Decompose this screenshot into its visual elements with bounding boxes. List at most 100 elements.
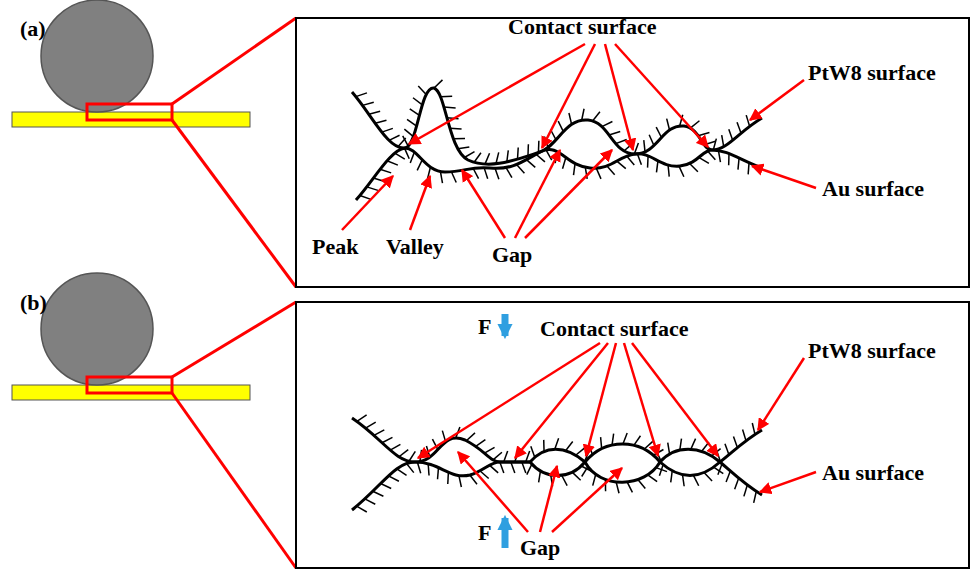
zoom-line <box>172 120 296 287</box>
surface-label: Contact surface <box>540 318 688 340</box>
hatch-tick <box>566 442 573 451</box>
hatch-tick <box>464 152 474 158</box>
hatch-tick <box>627 156 635 165</box>
hatch-tick <box>744 485 747 496</box>
au-surface <box>356 148 762 200</box>
hatch-tick <box>476 440 486 447</box>
hatch-tick <box>593 474 596 485</box>
leader-arrow <box>525 150 612 238</box>
leader-arrow <box>752 166 816 188</box>
hatch-tick <box>373 178 384 181</box>
hatch-tick <box>360 195 371 199</box>
hatch-tick <box>539 471 541 483</box>
hatch-tick <box>627 482 632 492</box>
hatch-tick <box>737 122 741 133</box>
hatch-tick <box>495 168 499 179</box>
hatch-tick <box>434 80 442 88</box>
hatch-tick <box>562 475 567 485</box>
hatch-tick <box>596 168 601 179</box>
leader-arrow <box>586 343 616 456</box>
surface-label: Contact surface <box>508 16 656 38</box>
hatch-tick <box>582 467 588 477</box>
hatch-tick <box>374 430 384 435</box>
hatch-tick <box>484 447 494 453</box>
leader-arrow <box>615 44 708 147</box>
hatch-tick <box>593 112 600 121</box>
hatch-tick <box>526 451 530 462</box>
leader-arrow <box>632 343 718 456</box>
hatch-tick <box>638 480 645 489</box>
leader-arrow <box>458 452 528 532</box>
zoom-line <box>172 302 296 377</box>
ptw8-ball <box>41 273 153 385</box>
hatch-tick <box>407 463 414 472</box>
hatch-tick <box>413 98 422 105</box>
leader-arrow <box>342 176 393 230</box>
hatch-tick <box>466 433 475 441</box>
zoom-rect <box>87 104 172 120</box>
hatch-tick <box>572 472 580 480</box>
leader-arrows-a <box>342 44 816 238</box>
hatch-tick <box>357 415 367 422</box>
hatch-tick <box>493 452 502 460</box>
ball-on-pad-a <box>12 0 969 287</box>
hatch-tick <box>367 187 378 190</box>
hatch-tick <box>698 133 709 136</box>
leader-arrows-b <box>418 343 816 532</box>
hatch-tick <box>708 151 716 160</box>
hatch-tick <box>410 152 414 163</box>
ball-on-pad-b <box>12 273 969 568</box>
hatch-tick <box>366 422 376 428</box>
feature-label: Gap <box>492 244 532 266</box>
leader-arrow <box>409 44 585 144</box>
hatch-tick <box>616 140 627 144</box>
hatch-tick <box>667 119 670 130</box>
hatch-tick <box>735 478 739 489</box>
hatch-tick <box>484 168 488 179</box>
hatch-tick <box>474 153 481 163</box>
hatch-tick <box>617 161 626 169</box>
hatch-tick <box>517 164 525 173</box>
hatch-tick <box>399 450 408 457</box>
hatch-tick <box>743 430 746 441</box>
zoom-line <box>172 393 296 568</box>
hatch-tick <box>458 147 470 149</box>
hatch-tick <box>563 158 566 169</box>
hatch-tick <box>558 121 563 131</box>
hatch-tick <box>679 166 684 177</box>
hatch-tick <box>726 471 730 482</box>
hatch-tick <box>404 129 413 136</box>
zoom-line <box>172 18 296 104</box>
hatch-tick <box>470 475 477 484</box>
feature-label: Valley <box>386 236 444 258</box>
hatch-tick <box>555 438 559 449</box>
hatch-tick <box>690 121 699 128</box>
leader-arrow <box>750 80 804 120</box>
hatch-tick <box>357 506 367 512</box>
hatch-tick <box>656 161 657 173</box>
hatch-tick <box>410 109 420 116</box>
hatch-tick <box>407 119 417 126</box>
hatch-tick <box>403 136 408 146</box>
hatch-tick <box>746 115 749 126</box>
leader-arrow <box>410 176 430 230</box>
surface-label: PtW8 surface <box>808 62 936 84</box>
zoom-box <box>296 18 969 287</box>
hatch-tick <box>369 111 380 114</box>
hatch-tick <box>729 129 733 140</box>
hatch-tick <box>500 462 504 473</box>
hatch-tick <box>649 135 654 146</box>
hatch-tick <box>693 475 698 485</box>
hatch-tick <box>382 128 393 132</box>
hatch-tick <box>752 423 755 434</box>
hatch-tick <box>607 166 615 175</box>
hatch-tick <box>738 158 739 170</box>
hatch-tick <box>417 160 422 171</box>
hatch-tick <box>725 444 729 455</box>
hatch-tick <box>485 153 490 164</box>
hatch-tick <box>609 132 620 135</box>
hatch-tick <box>373 491 384 496</box>
hatch-tick <box>527 464 532 475</box>
hatch-tick <box>546 150 552 160</box>
